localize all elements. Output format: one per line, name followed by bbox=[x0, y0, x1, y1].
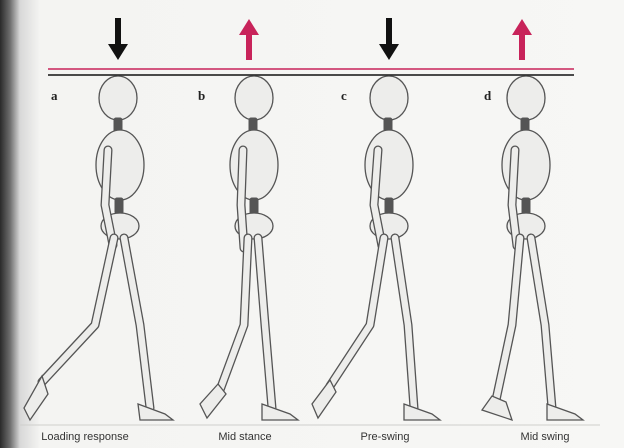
panel-letter-c: c bbox=[341, 88, 347, 104]
lumbar-spine bbox=[522, 198, 530, 214]
down-arrow-icon bbox=[108, 18, 128, 60]
skeleton-figure-d bbox=[482, 19, 583, 420]
back-foot bbox=[200, 384, 226, 418]
front-foot bbox=[404, 404, 440, 420]
skull bbox=[507, 76, 545, 120]
panel-letter-a: a bbox=[51, 88, 58, 104]
front-foot bbox=[262, 404, 298, 420]
panel-letter-b: b bbox=[198, 88, 205, 104]
skeleton-figure-b bbox=[200, 19, 298, 420]
back-foot bbox=[482, 396, 512, 420]
down-arrow-icon bbox=[379, 18, 399, 60]
lumbar-spine bbox=[385, 198, 393, 214]
front-foot bbox=[547, 404, 583, 420]
skull bbox=[370, 76, 408, 120]
skeleton-figure-c bbox=[312, 18, 440, 420]
skeleton-figure-a bbox=[24, 18, 173, 420]
skull bbox=[99, 76, 137, 120]
skull bbox=[235, 76, 273, 120]
back-foot bbox=[312, 380, 336, 418]
phase-label-pre-swing: Pre-swing bbox=[320, 431, 450, 443]
lumbar-spine bbox=[250, 198, 258, 214]
back-leg bbox=[330, 238, 384, 386]
back-foot bbox=[24, 376, 48, 420]
up-arrow-icon bbox=[239, 19, 259, 60]
panel-letter-d: d bbox=[484, 88, 491, 104]
phase-label-mid-stance: Mid stance bbox=[180, 431, 310, 443]
phase-label-mid-swing: Mid swing bbox=[480, 431, 610, 443]
lumbar-spine bbox=[115, 198, 123, 214]
phase-label-loading-response: Loading response bbox=[20, 431, 150, 443]
back-leg bbox=[42, 238, 114, 382]
up-arrow-icon bbox=[512, 19, 532, 60]
front-foot bbox=[138, 404, 173, 420]
